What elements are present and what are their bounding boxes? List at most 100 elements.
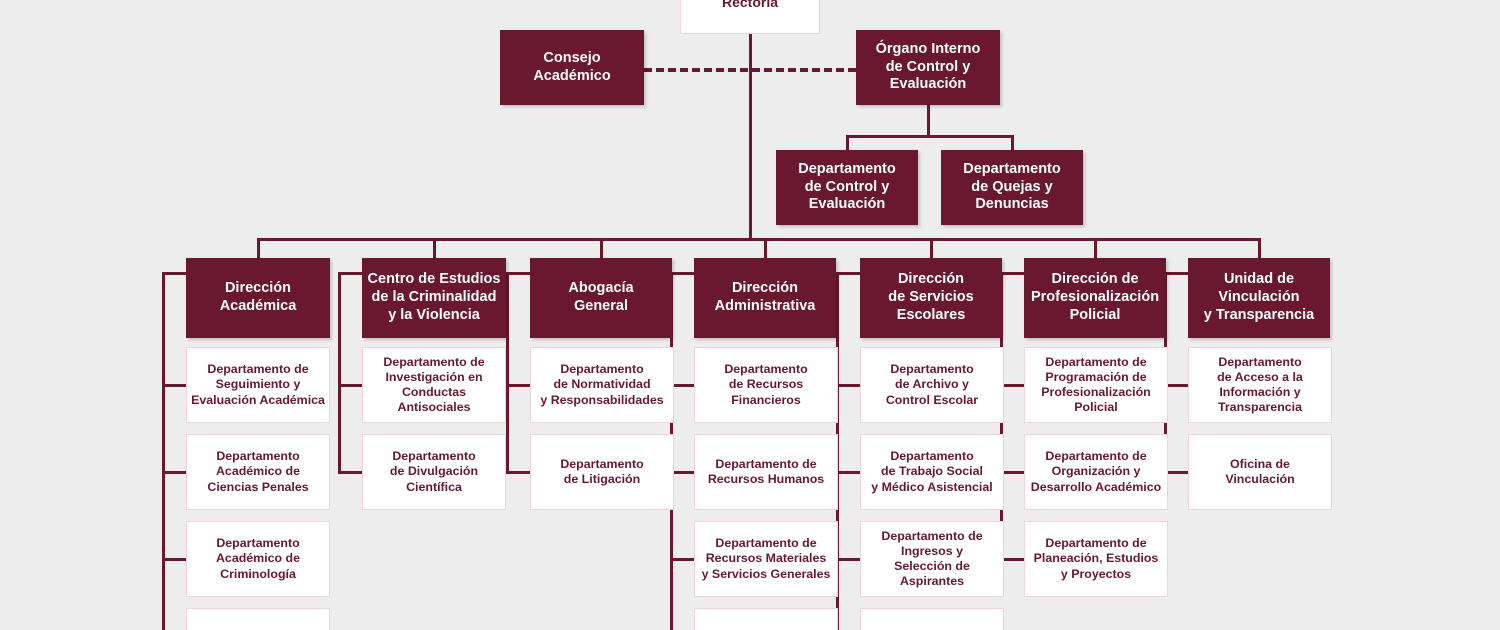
col-4-stub-2 bbox=[836, 558, 862, 561]
col-4-stub-1 bbox=[836, 471, 862, 474]
rectoria-label: Rectoría bbox=[721, 0, 779, 11]
departamento-cortado-3[interactable] bbox=[860, 608, 1004, 630]
dashed-link-consejo-organo bbox=[644, 67, 856, 72]
rectoria[interactable]: Rectoría bbox=[680, 0, 820, 34]
col-drop-2 bbox=[600, 238, 603, 258]
col-5-stub-2 bbox=[1000, 558, 1026, 561]
organo-bus bbox=[846, 135, 1014, 138]
col-0-stub-0 bbox=[162, 384, 188, 387]
col-spine-1 bbox=[338, 272, 341, 474]
col-3-stub-1 bbox=[670, 471, 696, 474]
col-elbow-5 bbox=[1000, 272, 1026, 275]
col-drop-5 bbox=[1094, 238, 1097, 258]
col-elbow-0 bbox=[162, 272, 188, 275]
col-4-stub-0 bbox=[836, 384, 862, 387]
departamento-cortado-1[interactable]: Departamento bbox=[186, 608, 330, 630]
col-2-stub-1 bbox=[506, 471, 532, 474]
col-drop-0 bbox=[257, 238, 260, 258]
col-drop-1 bbox=[433, 238, 436, 258]
col-elbow-2 bbox=[506, 272, 532, 275]
col-6-stub-1 bbox=[1164, 471, 1190, 474]
col-1-stub-0 bbox=[338, 384, 364, 387]
col-drop-6 bbox=[1258, 238, 1261, 258]
col-elbow-3 bbox=[670, 272, 696, 275]
departamento-cortado-2[interactable]: Departamento de bbox=[694, 608, 838, 630]
col-2-stub-0 bbox=[506, 384, 532, 387]
col-spine-2 bbox=[506, 272, 509, 474]
col-drop-3 bbox=[764, 238, 767, 258]
organo-child-drop-1 bbox=[1011, 135, 1014, 150]
col-elbow-4 bbox=[836, 272, 862, 275]
organo-drop bbox=[927, 105, 930, 135]
organo-child-drop-0 bbox=[846, 135, 849, 150]
col-3-stub-0 bbox=[670, 384, 696, 387]
col-5-stub-0 bbox=[1000, 384, 1026, 387]
root-spine bbox=[749, 34, 752, 241]
col-0-stub-1 bbox=[162, 471, 188, 474]
col-1-stub-1 bbox=[338, 471, 364, 474]
col-drop-4 bbox=[930, 238, 933, 258]
col-3-stub-2 bbox=[670, 558, 696, 561]
col-spine-0 bbox=[162, 272, 165, 630]
col-elbow-1 bbox=[338, 272, 364, 275]
